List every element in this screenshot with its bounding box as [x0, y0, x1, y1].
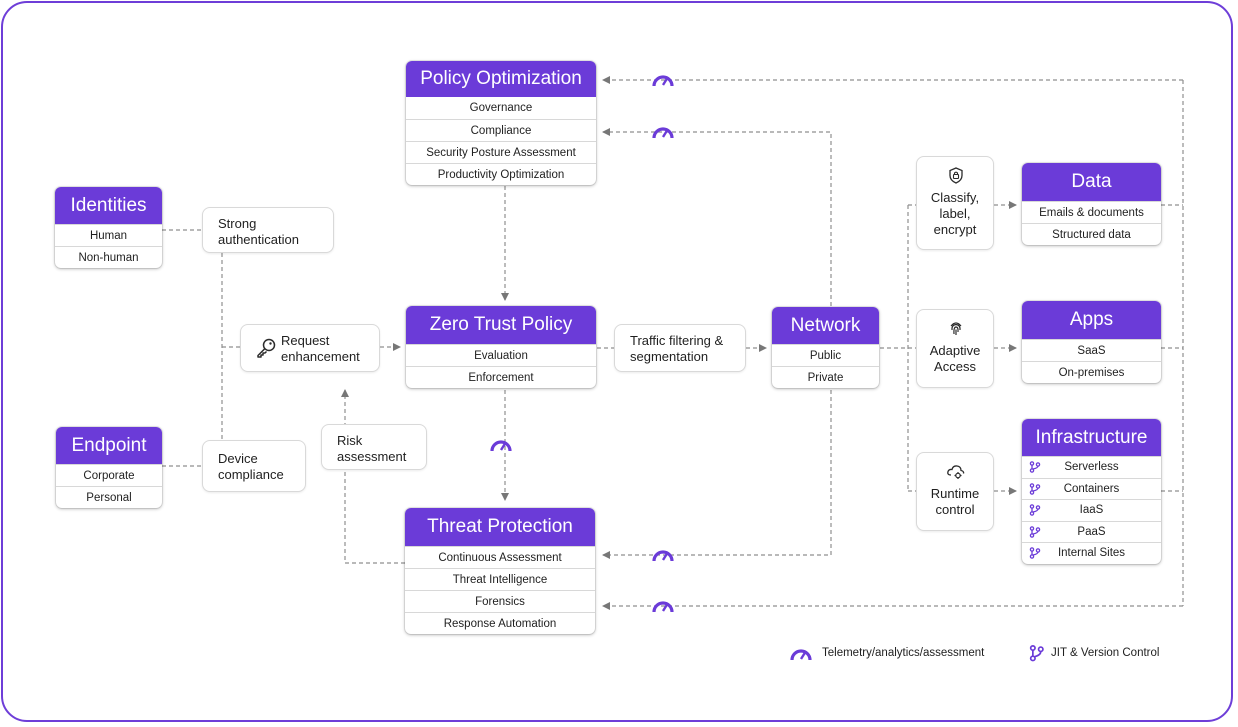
strong-authentication-note: Strong authentication	[202, 207, 334, 253]
adaptive-access-label: Adaptive Access	[929, 343, 981, 374]
card-row: Internal Sites	[1022, 542, 1161, 564]
gauge-icon	[652, 601, 674, 613]
gauge-icon	[490, 440, 512, 452]
card-row: IaaS	[1022, 499, 1161, 521]
network-card: Network Public Private	[772, 307, 879, 388]
traffic-filtering-note: Traffic filtering & segmentation	[614, 324, 746, 372]
infrastructure-card: Infrastructure Serverless Containers Iaa…	[1022, 419, 1161, 564]
legend-jit-label: JIT & Version Control	[1051, 647, 1160, 659]
card-row: Structured data	[1022, 223, 1161, 245]
runtime-control-label: Runtime control	[930, 486, 980, 517]
branch-icon	[1029, 525, 1041, 538]
runtime-control-note: Runtime control	[916, 452, 994, 531]
cloud-gear-icon	[947, 465, 965, 479]
card-row: Non-human	[55, 246, 162, 268]
branch-icon	[1029, 461, 1041, 474]
branch-icon	[1029, 645, 1044, 662]
shield-lock-icon	[949, 167, 963, 184]
branch-icon	[1029, 504, 1041, 517]
request-enhancement-note: Request enhancement	[240, 324, 380, 372]
classify-label-encrypt-note: Classify, label, encrypt	[916, 156, 994, 250]
device-compliance-note: Device compliance	[202, 440, 306, 492]
card-row: Enforcement	[406, 366, 596, 388]
fingerprint-icon	[950, 322, 962, 335]
legend-telemetry-label: Telemetry/analytics/assessment	[822, 647, 985, 659]
threat-protection-card: Threat Protection Continuous Assessment …	[405, 508, 595, 634]
key-icon	[257, 338, 276, 358]
card-row: On-premises	[1022, 361, 1161, 383]
branch-icon	[1029, 547, 1041, 560]
card-row: SaaS	[1022, 339, 1161, 361]
card-title: Data	[1022, 163, 1161, 201]
card-row: Human	[55, 224, 162, 246]
card-row: Emails & documents	[1022, 201, 1161, 223]
card-row: Productivity Optimization	[406, 163, 596, 185]
row-label: PaaS	[1077, 525, 1106, 538]
card-title: Policy Optimization	[406, 61, 596, 97]
identities-card: Identities Human Non-human	[55, 187, 162, 268]
card-title: Endpoint	[56, 427, 162, 464]
row-label: Internal Sites	[1057, 547, 1126, 559]
request-enhancement-label: Request enhancement	[281, 333, 360, 364]
row-label: Containers	[1063, 482, 1120, 495]
policy-optimization-card: Policy Optimization Governance Complianc…	[406, 61, 596, 185]
card-row: Continuous Assessment	[405, 546, 595, 568]
row-label: IaaS	[1079, 504, 1104, 516]
card-row: Corporate	[56, 464, 162, 486]
classify-label: Classify, label, encrypt	[930, 190, 980, 237]
card-title: Zero Trust Policy	[406, 306, 596, 344]
card-row: Governance	[469, 102, 533, 114]
card-row: PaaS	[1022, 520, 1161, 543]
card-title: Identities	[55, 187, 162, 224]
card-row: Forensics	[405, 590, 595, 612]
card-row: Serverless	[1022, 456, 1161, 478]
card-title: Apps	[1022, 301, 1161, 339]
card-row: Containers	[1022, 477, 1161, 500]
gauge-icon	[652, 127, 674, 139]
zero-trust-policy-card: Zero Trust Policy Evaluation Enforcement	[406, 306, 596, 388]
endpoint-card: Endpoint Corporate Personal	[56, 427, 162, 508]
card-title: Infrastructure	[1022, 419, 1161, 456]
apps-card: Apps SaaS On-premises	[1022, 301, 1161, 383]
gauge-icon	[790, 649, 812, 661]
card-row: Threat Intelligence	[405, 568, 595, 590]
card-row: Compliance	[406, 119, 596, 141]
branch-icon	[1029, 482, 1041, 495]
card-row: Response Automation	[405, 612, 595, 634]
gauge-icon	[652, 75, 674, 87]
card-title: Threat Protection	[405, 508, 595, 546]
card-row: Security Posture Assessment	[406, 141, 596, 163]
data-card: Data Emails & documents Structured data	[1022, 163, 1161, 245]
row-label: Serverless	[1064, 461, 1119, 473]
card-row: Private	[772, 366, 879, 388]
adaptive-access-note: Adaptive Access	[916, 309, 994, 388]
gauge-icon	[652, 550, 674, 562]
card-row: Public	[772, 344, 879, 366]
risk-assessment-note: Risk assessment	[321, 424, 427, 470]
card-row: Evaluation	[406, 344, 596, 366]
card-row: Personal	[56, 486, 162, 508]
card-title: Network	[772, 307, 879, 344]
